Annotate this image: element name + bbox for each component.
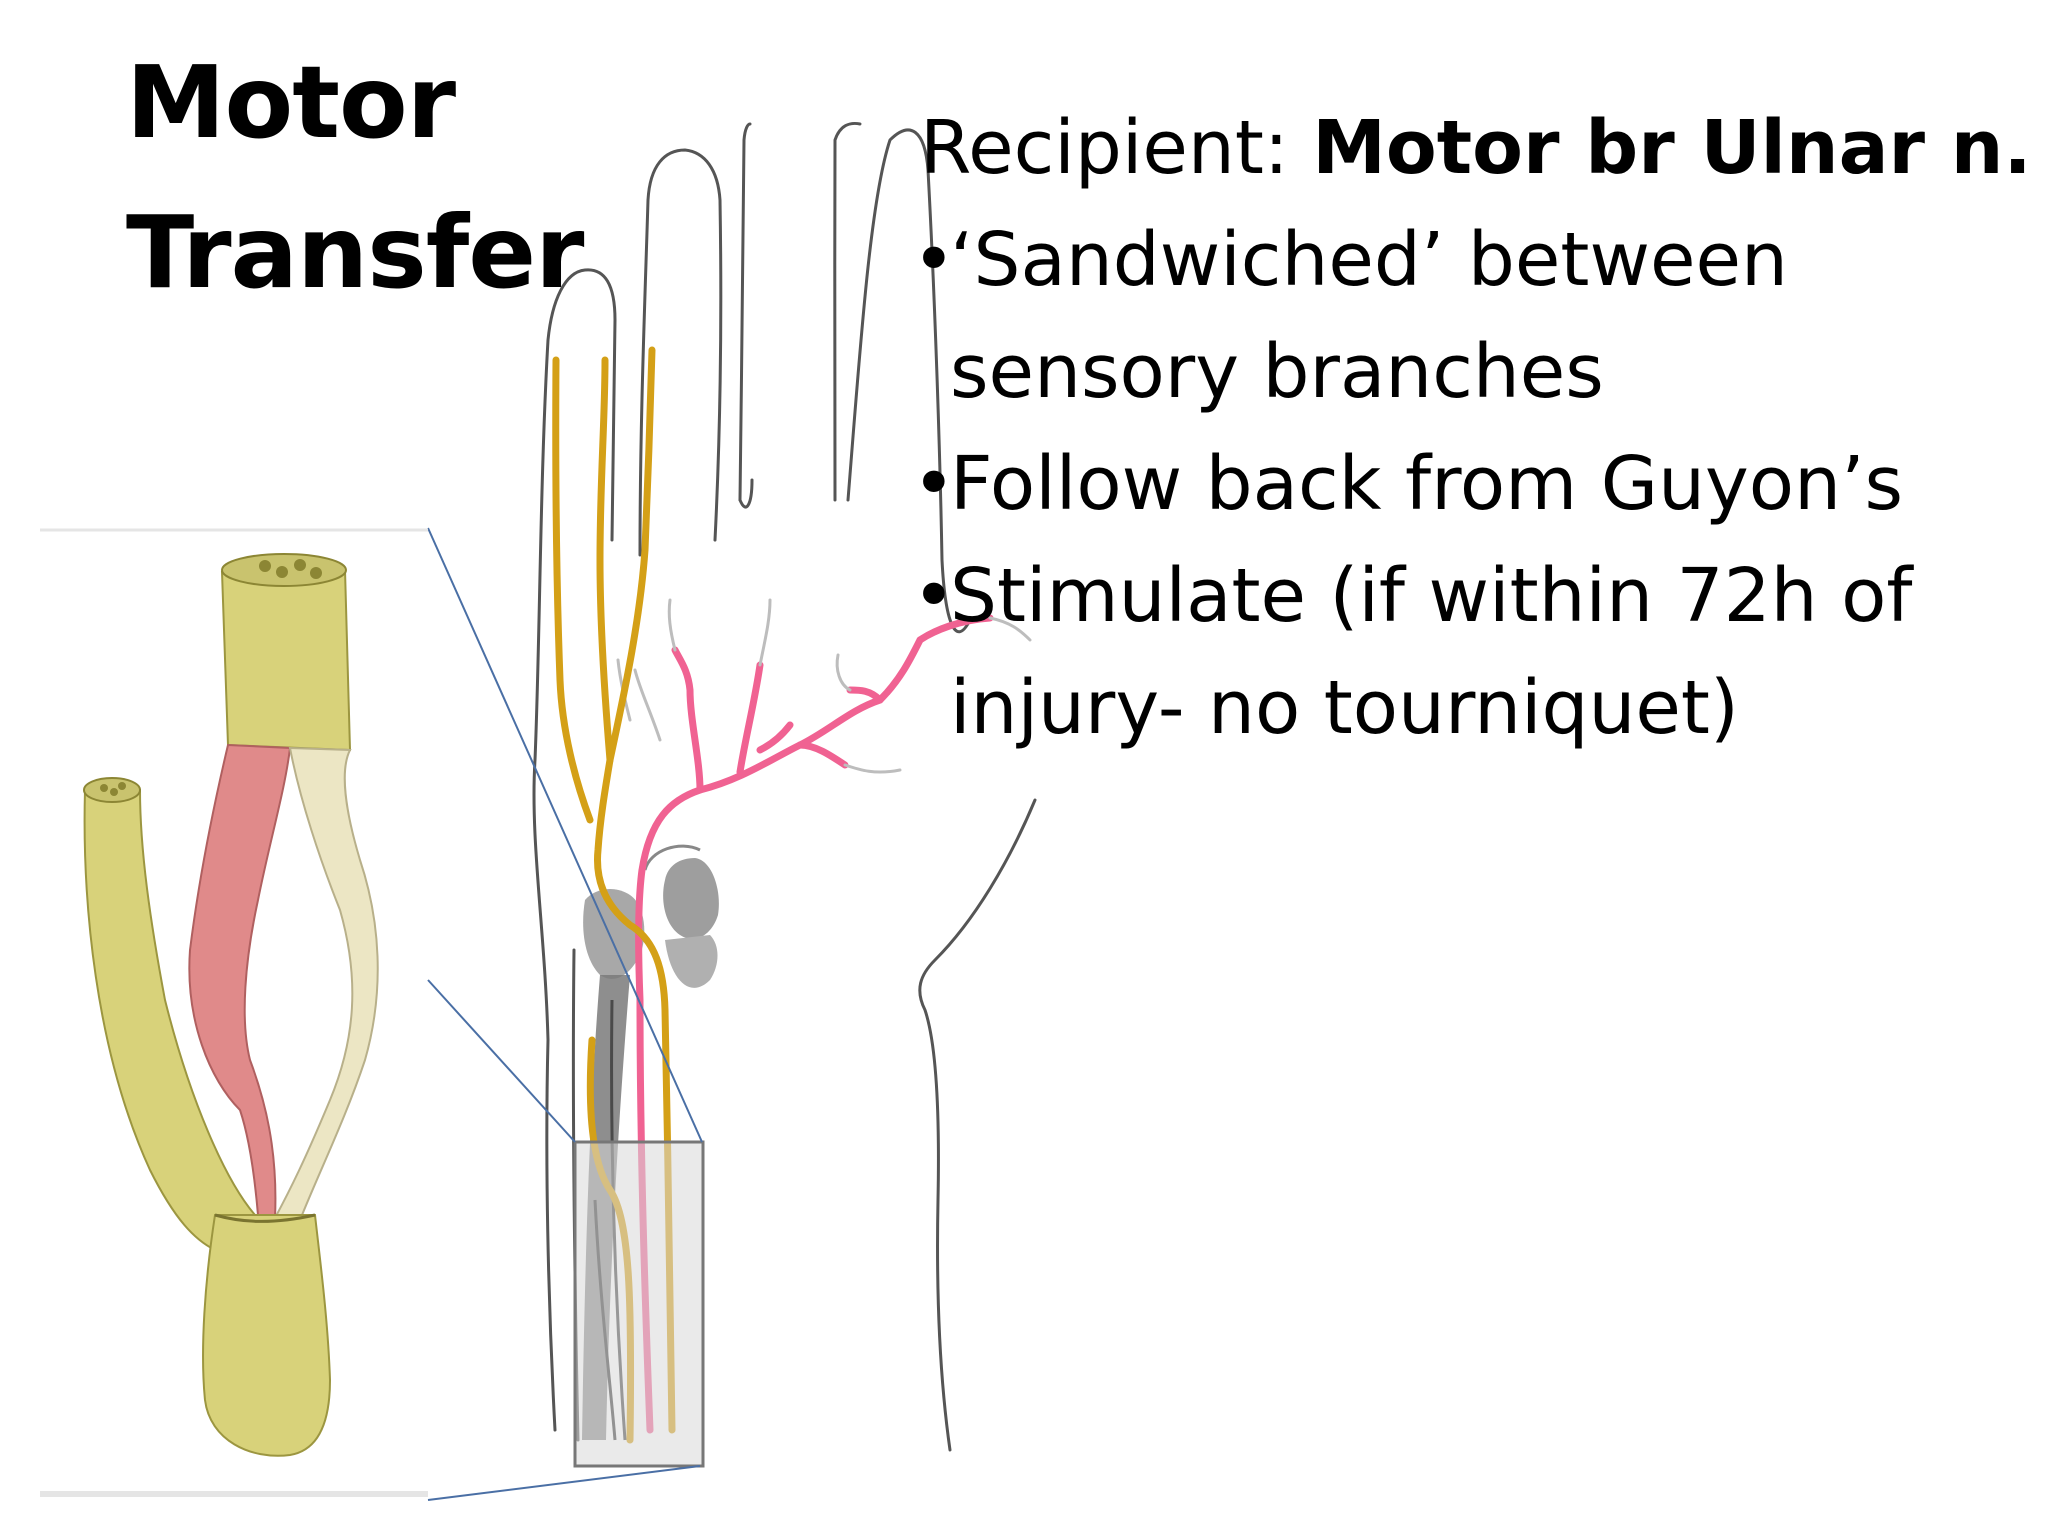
bullet-marker: • [912, 217, 956, 303]
bullet-item-sandwiched: • ‘Sandwiched’ between sensory branches [912, 204, 2030, 428]
zoom-box [573, 1140, 705, 1468]
bullet-marker: • [912, 553, 956, 639]
title-line-1: Motor [126, 44, 456, 161]
branch-tips [616, 598, 1032, 774]
callout-lines [427, 527, 703, 1501]
bullet-text-line-2: injury- no tourniquet) [950, 665, 1739, 751]
recipient-label: Recipient: [920, 105, 1313, 191]
hand-outline [532, 121, 1037, 1452]
bullet-text-line-2: sensory branches [950, 329, 1604, 415]
inset-nerve-illustration [40, 528, 428, 1497]
title-line-2: Transfer [126, 194, 584, 311]
bullet-marker: • [912, 441, 956, 527]
bullet-text-line-1: Follow back from Guyon’s [950, 441, 1904, 527]
slide-title: Motor Transfer [126, 28, 584, 328]
bullet-text-line-1: ‘Sandwiched’ between [950, 217, 1788, 303]
bullet-text-line-1: Stimulate (if within 72h of [950, 553, 1913, 639]
recipient-value: Motor br Ulnar n. [1312, 105, 2032, 191]
recipient-line: Recipient: Motor br Ulnar n. [920, 92, 2032, 204]
slide-content: Recipient: Motor br Ulnar n. • ‘Sandwich… [912, 92, 2032, 764]
bullet-item-follow-back: • Follow back from Guyon’s [912, 428, 2030, 540]
bullet-list: • ‘Sandwiched’ between sensory branches … [912, 204, 2030, 764]
bullet-item-stimulate: • Stimulate (if within 72h of injury- no… [912, 540, 2030, 764]
